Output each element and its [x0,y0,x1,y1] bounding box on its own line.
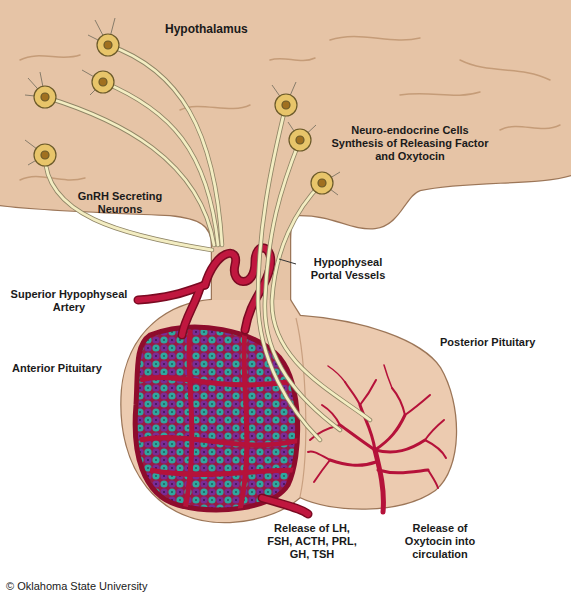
label-slot: Release of LH, FSH, ACTH, PRL, GH, TSH [264,522,360,561]
posterior-capillaries [308,365,446,512]
dendrites [25,18,340,195]
label-slot: Superior Hypophyseal Artery [3,288,135,314]
brain-texture [20,36,560,180]
label-slot: Hypothalamus [165,22,248,36]
axon-tracts [45,45,370,440]
anatomy-label: Hypophyseal Portal Vessels [298,256,398,282]
label-slot: Release of Oxytocin into circulation [394,522,486,561]
anatomy-label: GnRH Secreting Neurons [70,190,170,216]
anatomy-label: Neuro-endocrine Cells Synthesis of Relea… [324,124,496,163]
label-slot: Neuro-endocrine Cells Synthesis of Relea… [324,124,496,163]
anatomy-label: Hypothalamus [165,22,248,36]
tissue-outline [0,0,571,522]
anatomy-label: Release of LH, FSH, ACTH, PRL, GH, TSH [264,522,360,561]
label-slot: © Oklahoma State University [6,580,147,593]
label-slot: Anterior Pituitary [12,362,102,375]
label-slot: GnRH Secreting Neurons [70,190,170,216]
anatomy-label: Superior Hypophyseal Artery [3,288,135,314]
tissue-fill [0,0,571,522]
blood-vessels [138,248,308,514]
label-slot: Posterior Pituitary [440,336,535,349]
anatomy-label: © Oklahoma State University [6,580,147,593]
anatomy-label: Posterior Pituitary [440,336,535,349]
neuron-cell-bodies [34,34,333,194]
leader-line [279,259,296,264]
anatomy-label: Anterior Pituitary [12,362,102,375]
anatomy-label: Release of Oxytocin into circulation [394,522,486,561]
label-slot: Hypophyseal Portal Vessels [298,256,398,282]
